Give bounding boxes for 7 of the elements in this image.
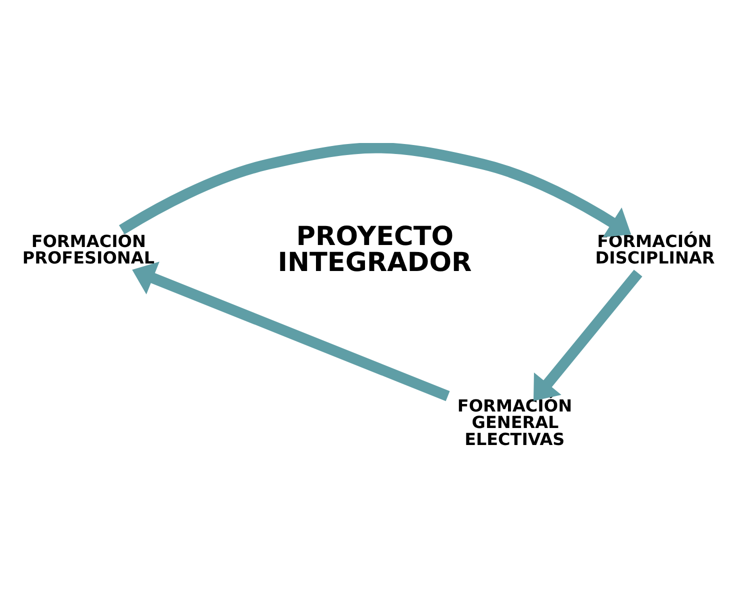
node-text: FORMACIÓN GENERAL ELECTIVAS bbox=[457, 394, 572, 448]
node-text: FORMACIÓN DISCIPLINAR bbox=[595, 230, 715, 267]
arrow bbox=[119, 142, 632, 237]
arrow bbox=[533, 269, 642, 400]
label: PROYECTO INTEGRADOR bbox=[278, 221, 472, 278]
node-text: FORMACIÓN PROFESIONAL bbox=[22, 230, 154, 267]
arrow bbox=[132, 261, 450, 401]
